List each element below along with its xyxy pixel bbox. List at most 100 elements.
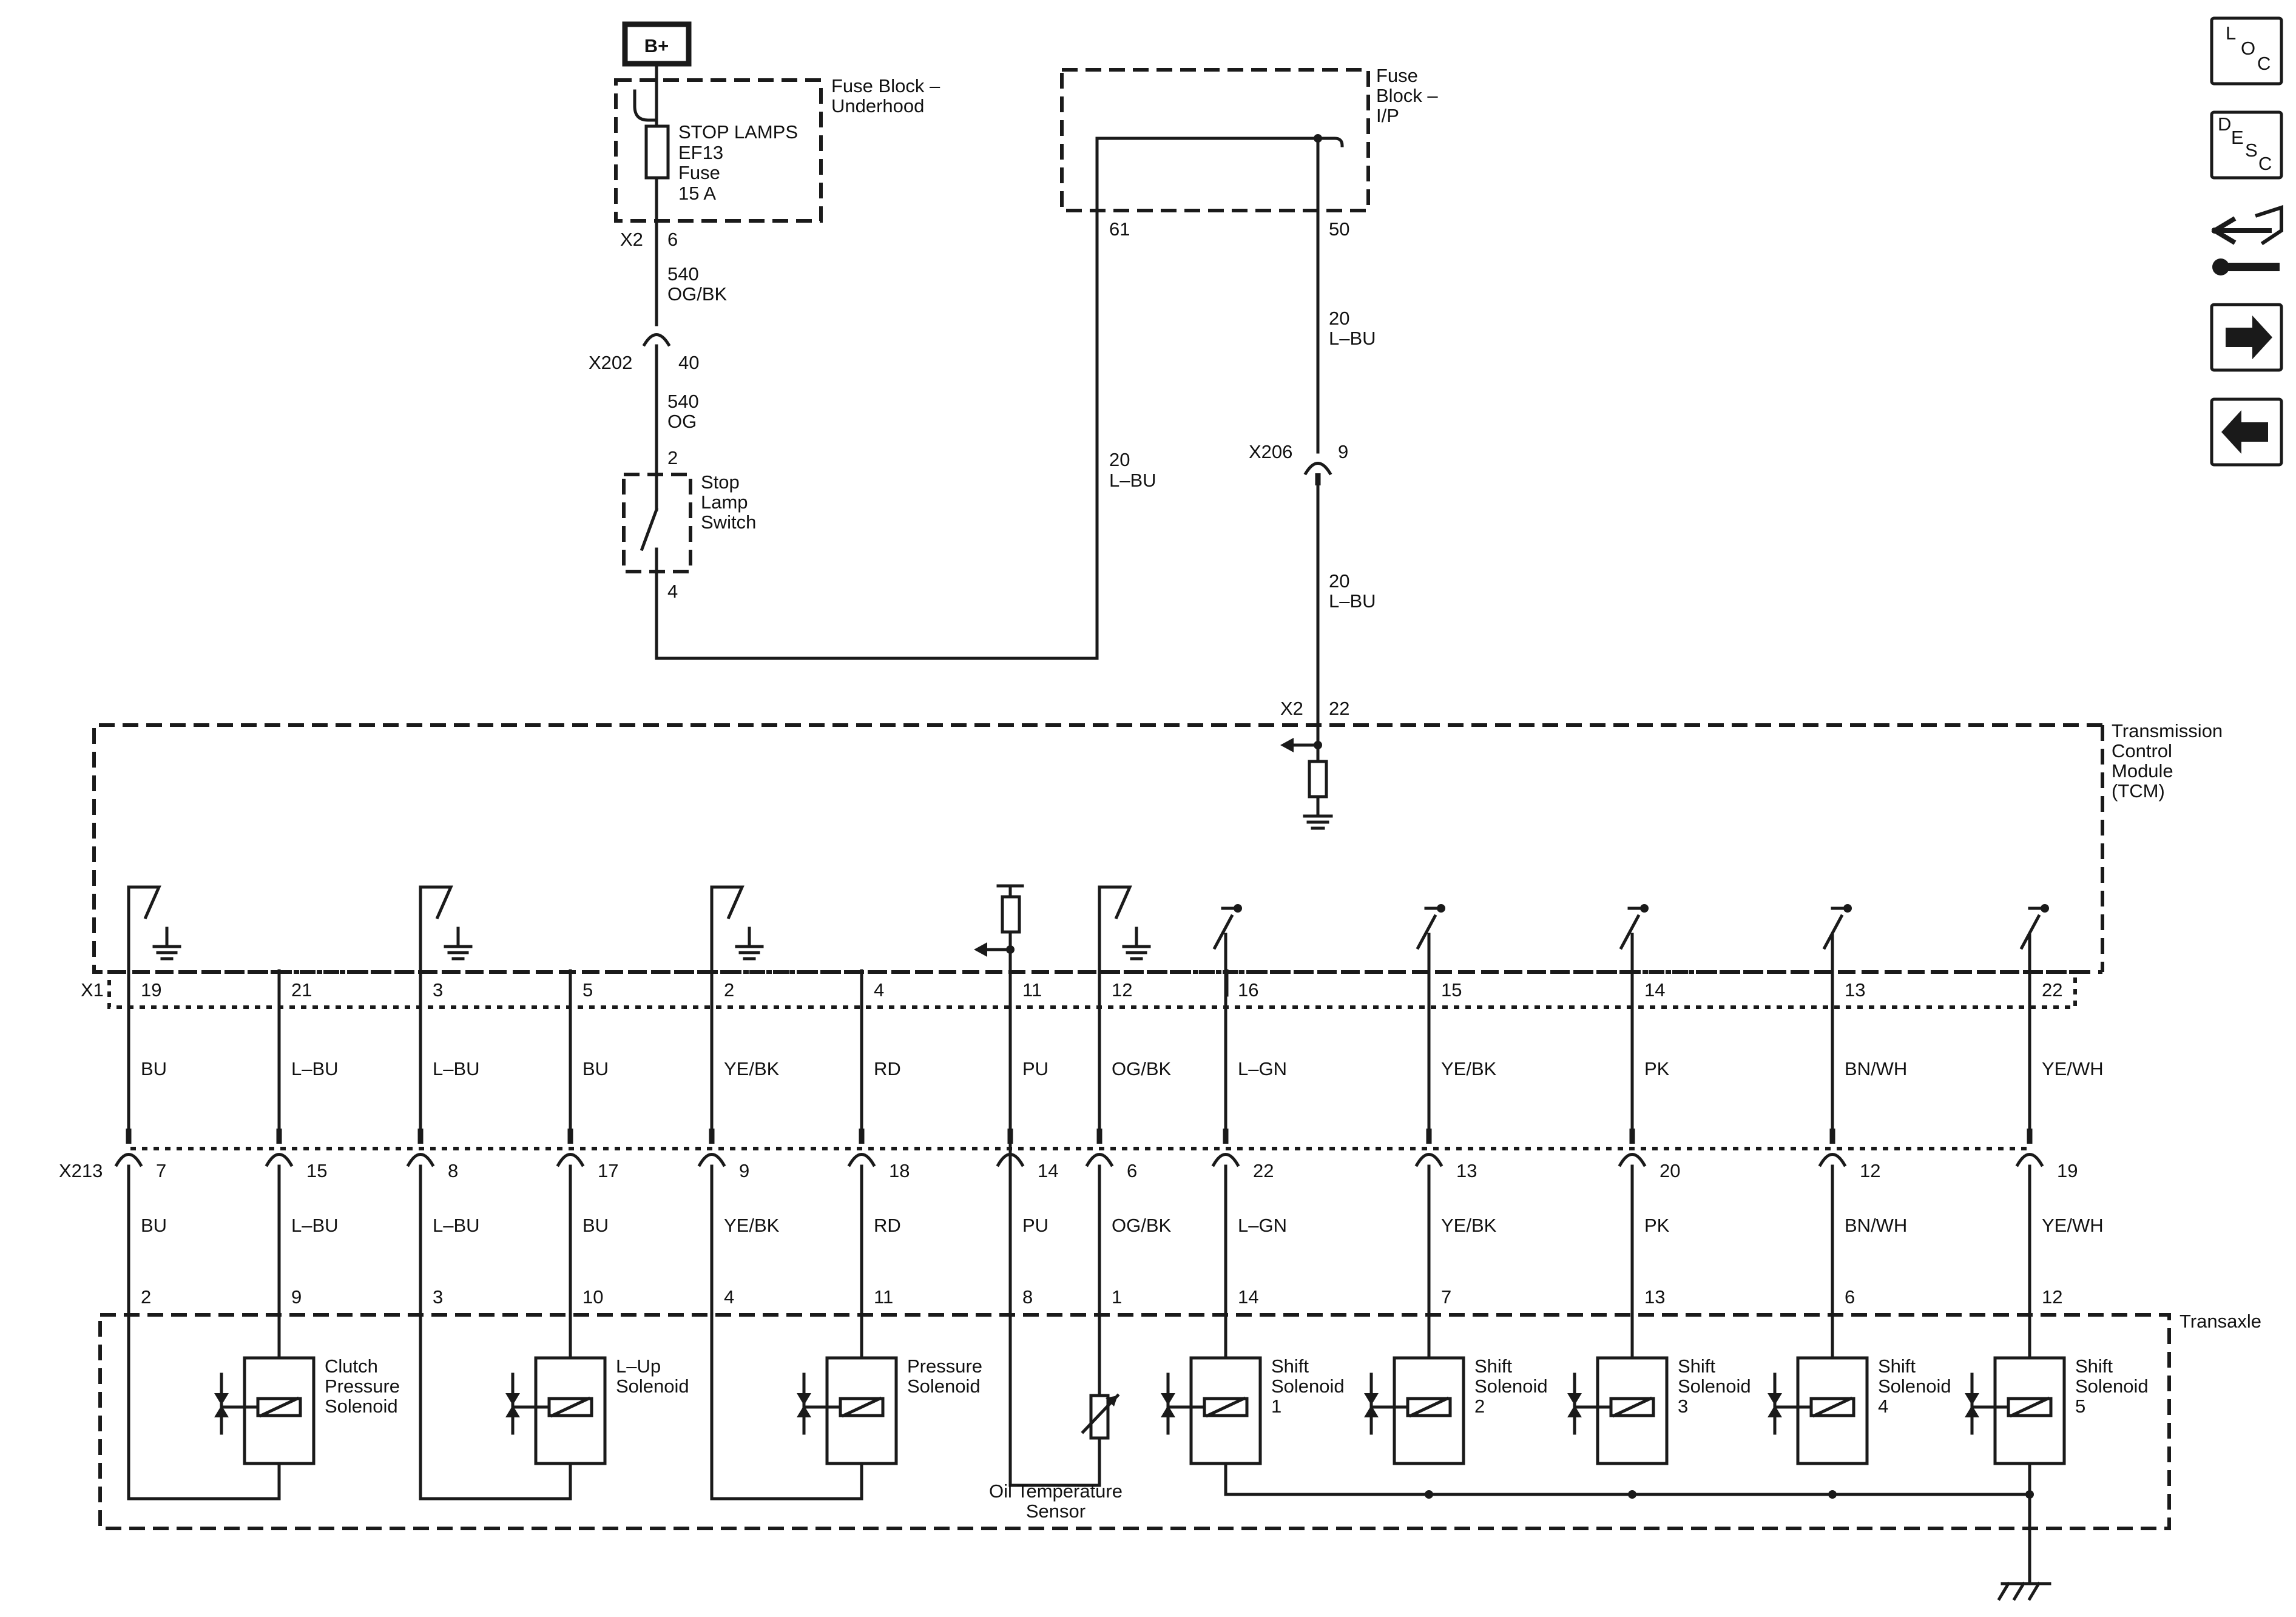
fuse-icon <box>644 124 670 180</box>
x1-pin-label: 21 <box>291 979 312 1001</box>
wire-color-lower: PK <box>1644 1215 1670 1236</box>
wire-color: L–BU <box>1329 328 1376 349</box>
fuse-block-ip-name-1: Fuse <box>1376 65 1418 86</box>
transaxle-pin-label: 13 <box>1644 1286 1665 1308</box>
valve-arrow-up-icon <box>505 1405 520 1417</box>
tcm-x2-label: X2 <box>1280 698 1303 719</box>
wire-number: 540 <box>667 263 699 285</box>
solenoid-label-2: Solenoid <box>1271 1376 1345 1397</box>
valve-arrow-down-icon <box>797 1393 811 1405</box>
transaxle-label: Transaxle <box>2180 1311 2261 1332</box>
valve-arrow-up-icon <box>797 1405 811 1417</box>
wire-color-upper: YE/WH <box>2042 1058 2104 1079</box>
fuse-block-ip: Fuse Block – I/P 61 50 <box>1060 65 1438 240</box>
tcm-label-3: Module <box>2112 760 2173 781</box>
nav-loc-button[interactable]: L O C <box>2210 16 2283 86</box>
valve-arrow-down-icon <box>1567 1393 1582 1405</box>
wire-ip-to-tcm: 20 L–BU X206 9 20 L–BU X2 22 <box>1249 137 1376 830</box>
wire-color-upper: YE/BK <box>1441 1058 1497 1079</box>
inline-connector-icon <box>2015 1153 2044 1167</box>
stop-lamp-switch: Stop Lamp Switch 4 <box>622 471 756 660</box>
low-side-driver-icon <box>127 885 181 973</box>
valve-arrow-down-icon <box>1364 1393 1379 1405</box>
connector-repair-icon[interactable] <box>2211 204 2283 275</box>
valve-arrow-down-icon <box>1161 1393 1175 1405</box>
wire-color-upper: L–BU <box>291 1058 339 1079</box>
fuse-block-ip-name-3: I/P <box>1376 105 1399 126</box>
solenoid-label-2: Solenoid <box>1678 1376 1751 1397</box>
transaxle-pin-label: 3 <box>433 1286 443 1308</box>
wire-color: OG/BK <box>667 283 728 305</box>
x213-pin-label: 13 <box>1456 1160 1477 1181</box>
transaxle-pin-label: 7 <box>1441 1286 1451 1308</box>
valve-arrow-up-icon <box>1161 1405 1175 1417</box>
wire-color: L–BU <box>1109 470 1156 491</box>
x213-pin-label: 14 <box>1038 1160 1058 1181</box>
inline-connector-icon <box>642 333 671 347</box>
tcm-x2-pin: 22 <box>1329 698 1349 719</box>
x213-pin-label: 17 <box>598 1160 618 1181</box>
wire-number: 20 <box>1329 308 1349 329</box>
x213-pin-label: 8 <box>448 1160 458 1181</box>
x213-pin-label: 12 <box>1860 1160 1880 1181</box>
resistor-icon <box>1308 760 1328 798</box>
valve-arrow-down-icon <box>1965 1393 1979 1405</box>
solenoid-label-1: Shift <box>1271 1355 1309 1377</box>
loc-icon-c: C <box>2257 53 2271 74</box>
inline-connector-icon <box>1211 1153 1240 1167</box>
solenoid-label-3: 2 <box>1474 1396 1485 1417</box>
chassis-ground-icon <box>1997 1581 2051 1601</box>
wire-switch-to-ip: 20 L–BU <box>655 137 1320 660</box>
solenoid-group: ClutchPressureSolenoidL–UpSolenoidPressu… <box>214 1355 2149 1465</box>
arrow-left-icon[interactable] <box>2210 397 2283 467</box>
wire-color-upper: PU <box>1022 1058 1048 1079</box>
transaxle-pin-label: 8 <box>1022 1286 1033 1308</box>
wire-stop-feed: 540 OG/BK X202 40 540 OG 2 <box>589 219 728 493</box>
wire-color-lower: BN/WH <box>1845 1215 1907 1236</box>
valve-arrow-down-icon <box>1768 1393 1782 1405</box>
desc-icon-d: D <box>2218 113 2231 135</box>
valve-arrow-up-icon <box>214 1405 229 1417</box>
switch-pin-in: 2 <box>667 447 678 468</box>
fuse-block-underhood-name-2: Underhood <box>831 95 924 116</box>
solenoid-label-1: Shift <box>1474 1355 1512 1377</box>
wire-color-upper: BN/WH <box>1845 1058 1907 1079</box>
inline-connector-icon <box>1414 1153 1443 1167</box>
x213-pin-label: 15 <box>306 1160 327 1181</box>
transaxle-pin-label: 12 <box>2042 1286 2062 1308</box>
x1-pin-label: 15 <box>1441 979 1462 1001</box>
switch-contact-icon <box>640 507 659 552</box>
solenoid-label-3: 3 <box>1678 1396 1688 1417</box>
transaxle: Transaxle <box>98 1311 2261 1530</box>
solenoid-coil-diagonal <box>550 1396 591 1418</box>
arrow-right-icon[interactable] <box>2210 303 2283 372</box>
wire-color-lower: PU <box>1022 1215 1048 1236</box>
low-side-driver-icon <box>1098 885 1151 973</box>
loc-icon-o: O <box>2241 38 2255 59</box>
x213-pin-label: 6 <box>1127 1160 1137 1181</box>
tcm-label-4: (TCM) <box>2112 780 2165 802</box>
power-label: B+ <box>644 35 669 56</box>
wire-color-upper: BU <box>582 1058 609 1079</box>
fuse-block-ip-pin-right: 50 <box>1329 218 1349 240</box>
wire-number: 20 <box>1109 449 1130 470</box>
high-side-driver-icon <box>1416 904 1445 950</box>
high-side-driver-icon <box>1822 904 1852 950</box>
x213-pin-label: 20 <box>1660 1160 1680 1181</box>
valve-arrow-up-icon <box>1768 1405 1782 1417</box>
solenoid-label-2: Solenoid <box>907 1376 981 1397</box>
power-source: B+ <box>622 21 692 99</box>
x1-pin-label: 4 <box>874 979 884 1001</box>
low-side-driver-icon <box>419 885 473 973</box>
loc-icon-l: L <box>2226 22 2236 44</box>
solenoid-coil-diagonal <box>258 1396 300 1418</box>
solenoid-label-2: Solenoid <box>1878 1376 1951 1397</box>
wire-color-lower: BU <box>141 1215 167 1236</box>
x213-pin-label: 22 <box>1253 1160 1274 1181</box>
inline-connector-icon <box>406 1153 435 1167</box>
valve-arrow-up-icon <box>1567 1405 1582 1417</box>
solenoid-return-wires <box>127 1297 2051 1601</box>
switch-label-2: Lamp <box>701 491 748 513</box>
nav-desc-button[interactable]: D E S C <box>2210 110 2283 180</box>
